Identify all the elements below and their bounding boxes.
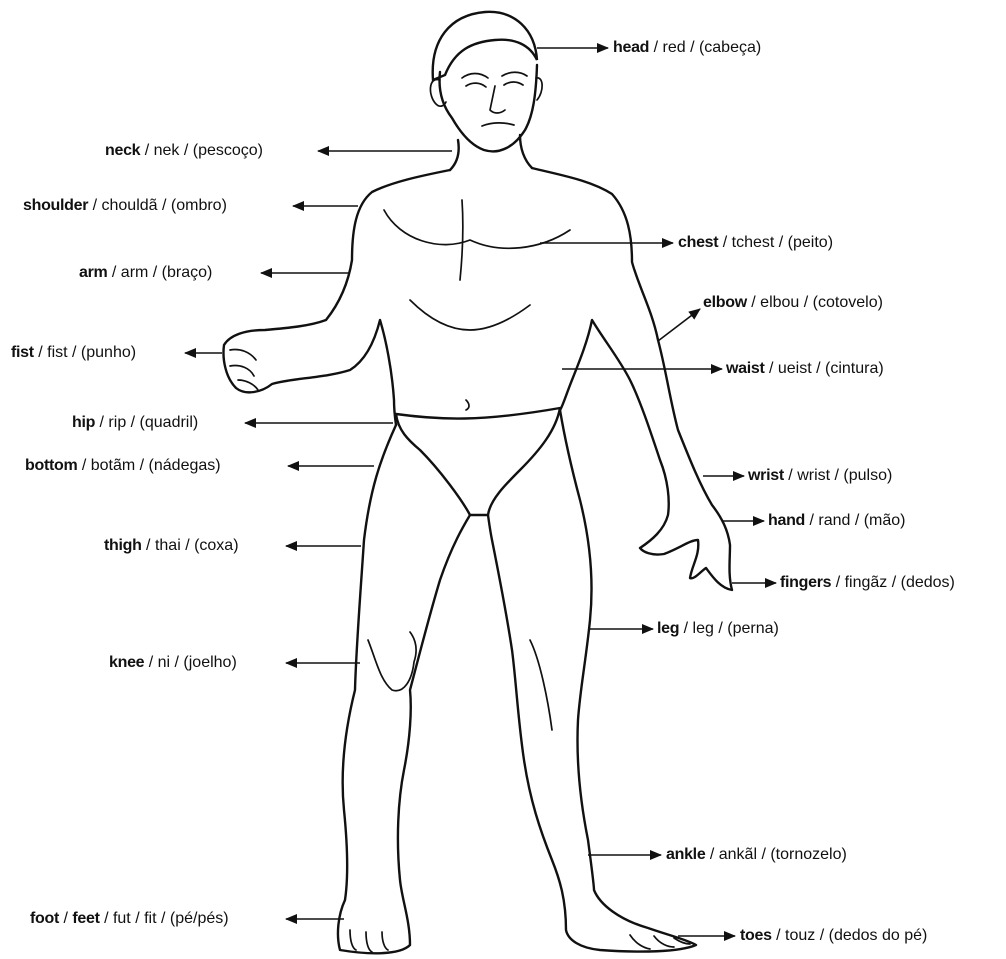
label-bottom: bottom / botãm / (nádegas) — [25, 456, 221, 476]
briefs — [396, 408, 560, 515]
left-eyebrow — [462, 74, 488, 79]
label-foot: foot / feet / fut / fit / (pé/pés) — [30, 909, 229, 929]
abdomen — [410, 300, 530, 330]
right-leg — [488, 410, 696, 952]
left-leg — [338, 425, 470, 953]
hair — [433, 12, 537, 80]
label-neck: neck / nek / (pescoço) — [105, 141, 263, 161]
label-fist: fist / fist / (punho) — [11, 343, 136, 363]
label-fingers: fingers / fingãz / (dedos) — [780, 573, 955, 593]
label-hand: hand / rand / (mão) — [768, 511, 906, 531]
nose — [490, 86, 505, 113]
torso-left-side — [224, 170, 451, 425]
label-leg: leg / leg / (perna) — [657, 619, 779, 639]
label-chest: chest / tchest / (peito) — [678, 233, 833, 253]
label-thigh: thigh / thai / (coxa) — [104, 536, 239, 556]
torso-right-side — [532, 168, 732, 590]
sternum — [460, 200, 463, 280]
left-knee — [368, 632, 416, 691]
label-arm: arm / arm / (braço) — [79, 263, 212, 283]
right-toes — [630, 935, 690, 949]
mouth — [482, 123, 514, 126]
label-knee: knee / ni / (joelho) — [109, 653, 237, 673]
label-head: head / red / (cabeça) — [613, 38, 761, 58]
navel — [466, 400, 469, 410]
man-figure — [224, 12, 733, 953]
right-eyebrow — [502, 72, 527, 76]
label-elbow: elbow / elbou / (cotovelo) — [703, 293, 883, 313]
left-toes — [350, 930, 388, 952]
label-wrist: wrist / wrist / (pulso) — [748, 466, 892, 486]
label-shoulder: shoulder / chouldã / (ombro) — [23, 196, 227, 216]
label-hip: hip / rip / (quadril) — [72, 413, 198, 433]
right-calf — [530, 640, 552, 730]
right-eye — [504, 82, 523, 85]
label-toes: toes / touz / (dedos do pé) — [740, 926, 927, 946]
label-ankle: ankle / ankãl / (tornozelo) — [666, 845, 847, 865]
arrow-elbow — [658, 309, 700, 341]
label-waist: waist / ueist / (cintura) — [726, 359, 884, 379]
left-eye — [466, 83, 486, 87]
fist-fingers — [230, 349, 258, 390]
